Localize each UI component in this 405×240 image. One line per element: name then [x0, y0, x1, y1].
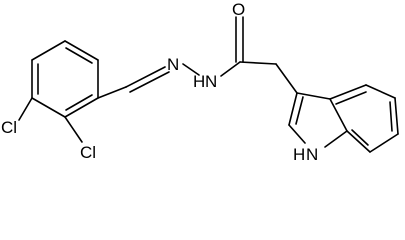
- ch2-indole-bond: [275, 63, 298, 94]
- chlorine-label: Cl: [1, 118, 17, 137]
- ring-double-bond-inner: [65, 94, 93, 111]
- dichlorophenyl-ring: [31, 40, 99, 118]
- c-ch2-bond: [239, 61, 277, 65]
- ring-bond: [369, 133, 399, 153]
- ring-double-bond-inner: [389, 101, 393, 132]
- pyrrole-ring: [288, 92, 348, 148]
- hydrazide-nitrogen-label: N: [205, 72, 217, 91]
- label-layer: O N N H Cl Cl H N: [1, 0, 318, 164]
- imine-double-bond: [125, 66, 166, 88]
- ring-bond: [296, 92, 331, 100]
- indole-hydrogen-label: H: [293, 145, 305, 164]
- ring-bond: [394, 97, 399, 135]
- ring-double-bond-inner: [65, 47, 93, 64]
- ring-bond: [346, 130, 371, 153]
- ring-bond: [329, 98, 348, 132]
- ring-double-bond-inner: [351, 129, 369, 146]
- c-cl-bond: [18, 97, 33, 121]
- ring-bond: [31, 40, 66, 61]
- c-cl-bond: [64, 116, 83, 143]
- n-c-amide-bond: [220, 61, 241, 77]
- indole-nitrogen-label: N: [306, 145, 318, 164]
- ring-bond: [64, 40, 99, 61]
- n-n-bond: [182, 63, 200, 76]
- ring-double-bond-inner: [295, 96, 304, 125]
- ring-double-bond-inner: [335, 91, 367, 105]
- bond-layer: [18, 16, 399, 153]
- chlorine-label: Cl: [80, 143, 96, 162]
- aryl-ch-bond: [97, 86, 127, 99]
- ring-bond: [288, 124, 306, 144]
- ring-bond: [64, 97, 99, 118]
- imine-double-bond: [129, 71, 170, 93]
- molecule-structure-diagram: O N N H Cl Cl H N: [1, 0, 399, 164]
- ring-bond: [324, 130, 348, 148]
- ring-bond: [365, 84, 396, 99]
- ring-bond: [31, 97, 66, 118]
- ring-bond: [288, 92, 298, 126]
- imine-nitrogen-label: N: [167, 55, 179, 74]
- ring-bond: [329, 84, 367, 100]
- hydrazide-hydrogen-label: H: [193, 72, 205, 91]
- indole-benzene-ring: [329, 84, 399, 153]
- oxygen-label: O: [232, 0, 245, 19]
